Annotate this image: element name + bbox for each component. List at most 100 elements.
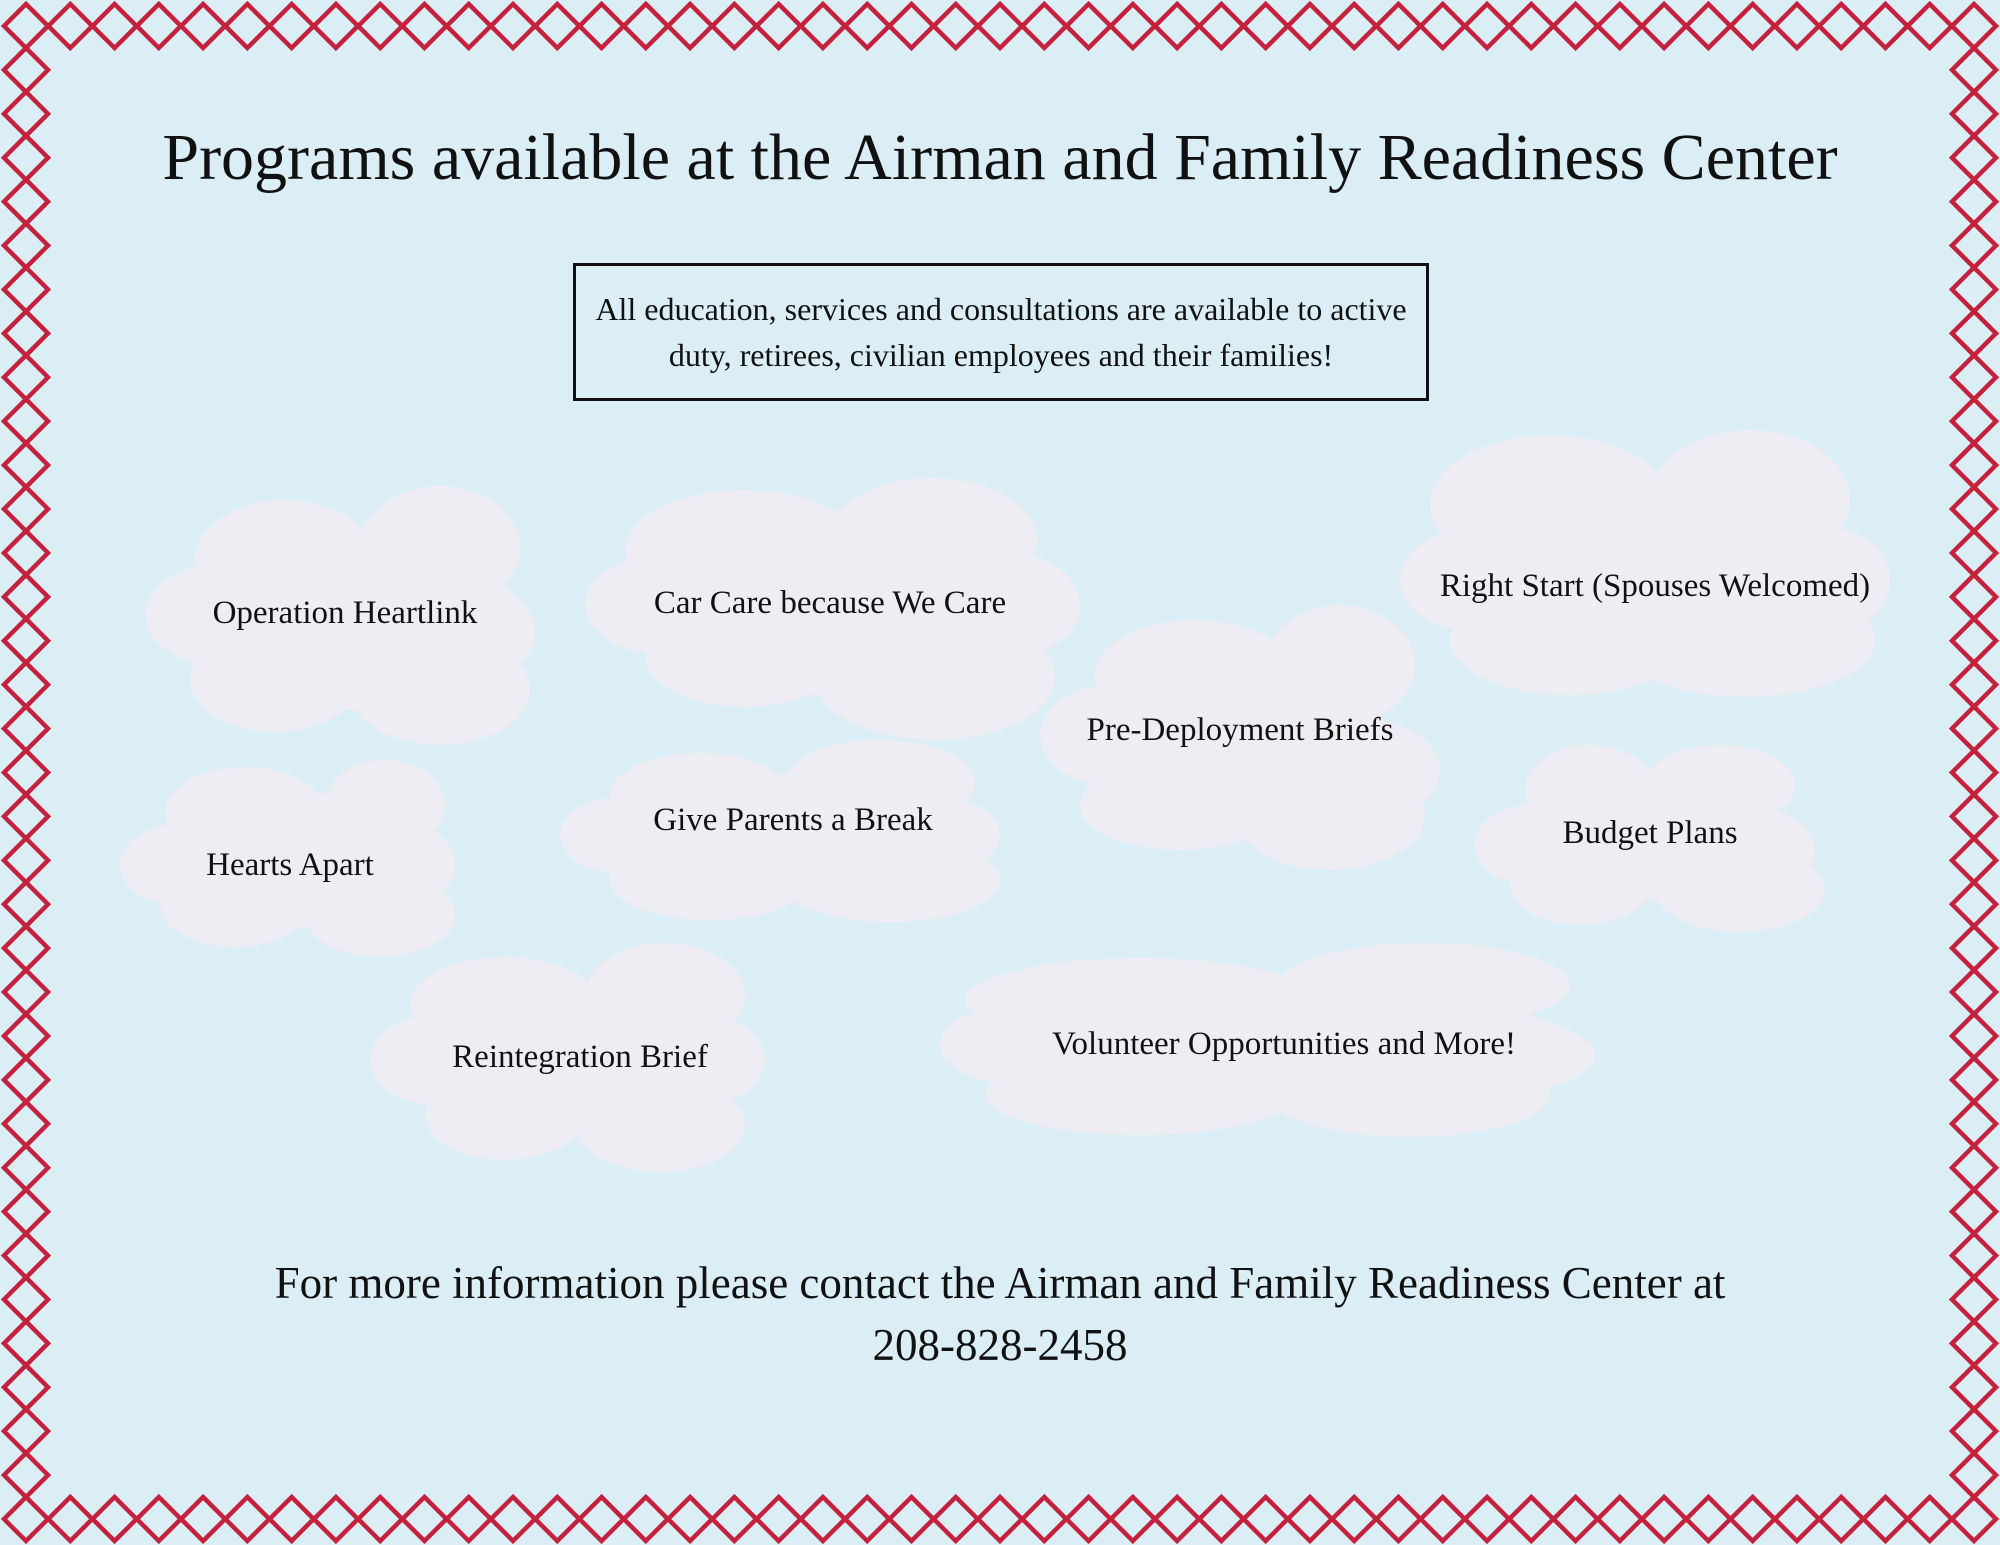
border-diamond <box>974 0 1026 52</box>
border-diamond <box>1904 0 1955 52</box>
border-diamond <box>1948 1493 2000 1545</box>
cloud-hearts-apart <box>120 760 455 957</box>
border-diamond <box>1550 1493 1601 1545</box>
border-diamond <box>266 0 317 52</box>
contact-footer: For more information please contact the … <box>0 1252 2000 1376</box>
program-label-pre-deployment: Pre-Deployment Briefs <box>1086 712 1394 748</box>
border-diamond <box>1240 0 1291 52</box>
border-diamond <box>1328 1493 1380 1545</box>
border-diamond <box>0 1493 52 1545</box>
border-diamond <box>354 1493 406 1545</box>
border-diamond <box>1107 0 1159 52</box>
border-diamond <box>399 1493 450 1545</box>
border-diamond <box>841 1493 893 1545</box>
border-diamond <box>532 0 583 52</box>
border-diamond <box>1815 0 1867 52</box>
border-diamond <box>1196 0 1247 52</box>
border-diamond <box>310 1493 362 1545</box>
border-diamond <box>1948 1449 2000 1501</box>
page-title: Programs available at the Airman and Fam… <box>162 121 1838 194</box>
border-diamond <box>487 0 539 52</box>
border-diamond <box>1240 1493 1291 1545</box>
border-diamond <box>709 1493 760 1545</box>
border-diamond <box>443 0 494 52</box>
cloud-pre-deployment <box>1040 605 1440 870</box>
border-diamond <box>1771 0 1823 52</box>
border-diamond <box>1638 1493 1690 1545</box>
border-diamond <box>1638 0 1690 52</box>
border-diamond <box>797 0 849 52</box>
cloud-right-start <box>1400 430 1890 697</box>
border-diamond <box>399 0 450 52</box>
border-diamond <box>443 1493 494 1545</box>
border-diamond <box>1506 1493 1557 1545</box>
border-diamond <box>1904 1493 1955 1545</box>
border-diamond <box>886 1493 937 1545</box>
border-diamond <box>1373 0 1424 52</box>
border-diamond <box>177 1493 229 1545</box>
cloud-car-care <box>585 478 1080 740</box>
border-diamond <box>1860 0 1911 52</box>
border-diamond <box>45 1493 96 1545</box>
border-diamond <box>1196 1493 1247 1545</box>
border-diamond <box>1727 1493 1778 1545</box>
border-diamond <box>1063 0 1114 52</box>
border-diamond <box>354 0 406 52</box>
border-diamond <box>1683 1493 1734 1545</box>
border-diamond <box>1550 0 1601 52</box>
border-diamond <box>1417 0 1468 52</box>
border-diamond <box>222 1493 273 1545</box>
contact-text: For more information please contact the … <box>274 1258 1726 1308</box>
cloud-operation-heartlink <box>145 486 535 745</box>
border-diamond <box>576 0 627 52</box>
border-diamond <box>576 1493 627 1545</box>
border-diamond <box>133 0 185 52</box>
border-diamond <box>1063 1493 1114 1545</box>
border-diamond <box>753 0 804 52</box>
border-diamond <box>1019 1493 1070 1545</box>
border-diamond <box>1860 1493 1911 1545</box>
program-label-give-parents: Give Parents a Break <box>653 802 933 838</box>
program-label-hearts-apart: Hearts Apart <box>206 847 374 883</box>
program-label-volunteer: Volunteer Opportunities and More! <box>1051 1026 1517 1062</box>
border-diamond <box>45 0 96 52</box>
border-diamond <box>1683 0 1734 52</box>
border-diamond <box>886 0 937 52</box>
border-diamond <box>1506 0 1557 52</box>
eligibility-notice-text: All education, services and consultation… <box>595 291 1407 373</box>
border-diamond <box>620 0 672 52</box>
border-diamond <box>930 1493 981 1545</box>
border-diamond <box>1417 1493 1468 1545</box>
cloud-reintegration <box>370 943 765 1172</box>
border-diamond <box>89 1493 140 1545</box>
border-diamond <box>1107 1493 1159 1545</box>
program-label-car-care: Car Care because We Care <box>653 585 1007 621</box>
border-diamond <box>1151 1493 1203 1545</box>
border-diamond <box>753 1493 804 1545</box>
border-diamond <box>1461 1493 1513 1545</box>
border-diamond <box>266 1493 317 1545</box>
border-diamond <box>1328 0 1380 52</box>
border-diamond <box>664 1493 716 1545</box>
border-diamond <box>1461 0 1513 52</box>
border-diamond <box>0 1449 52 1501</box>
border-diamond <box>974 1493 1026 1545</box>
cloud-give-parents <box>560 740 1000 922</box>
border-diamond <box>89 0 140 52</box>
border-diamond <box>797 1493 849 1545</box>
border-diamond <box>930 0 981 52</box>
border-diamond <box>1151 0 1203 52</box>
border-diamond <box>1284 0 1336 52</box>
program-label-operation-heartlink: Operation Heartlink <box>212 595 478 631</box>
border-diamond <box>487 1493 539 1545</box>
border-diamond <box>1284 1493 1336 1545</box>
border-diamond <box>1019 0 1070 52</box>
border-diamond <box>1594 1493 1646 1545</box>
border-diamond <box>620 1493 672 1545</box>
eligibility-notice-box: All education, services and consultation… <box>573 263 1429 401</box>
border-diamond <box>1771 1493 1823 1545</box>
border-diamond <box>1594 0 1646 52</box>
border-diamond <box>532 1493 583 1545</box>
